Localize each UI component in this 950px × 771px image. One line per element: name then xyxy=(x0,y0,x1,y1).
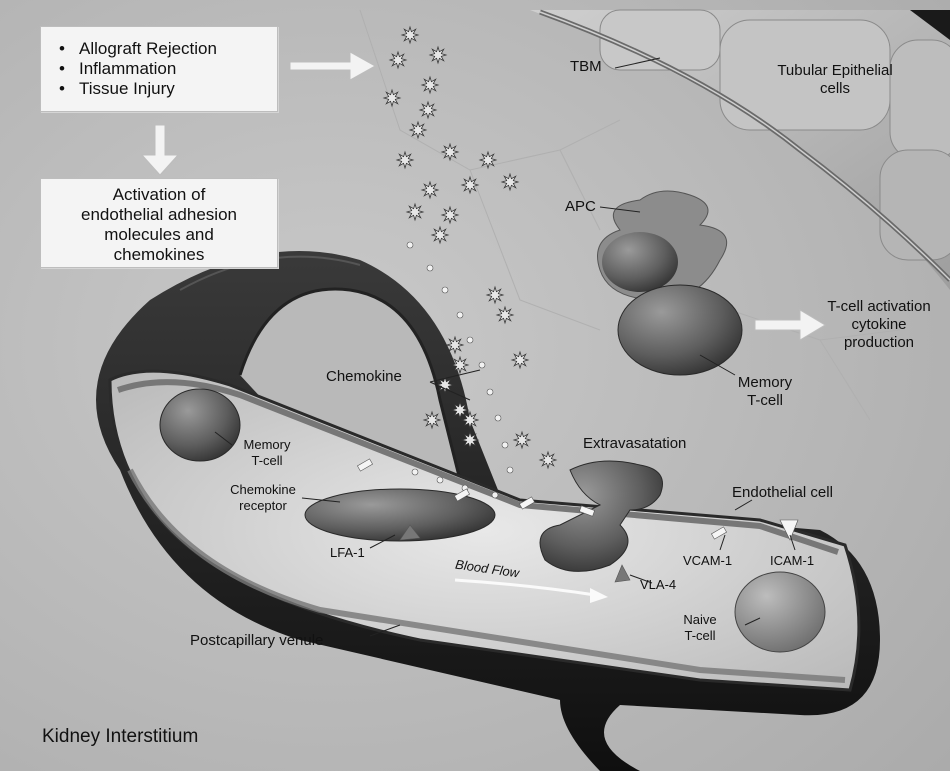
label-chemokine: Chemokine xyxy=(326,368,402,386)
chemokine-star xyxy=(480,152,496,168)
chemokine-star xyxy=(540,452,556,468)
chemokine-star xyxy=(502,174,518,190)
activation-line: Activation of xyxy=(41,185,277,205)
chemokine-star xyxy=(397,152,413,168)
chemokine-dot xyxy=(495,415,501,421)
label-line: T-cell xyxy=(660,628,740,644)
label-line: production xyxy=(815,334,943,352)
rolling-tcell xyxy=(305,489,495,541)
chemokine-star xyxy=(462,432,478,448)
chemokine-star xyxy=(422,182,438,198)
label-line: cells xyxy=(760,80,910,98)
label-tbm: TBM xyxy=(570,58,602,76)
chemokine-star xyxy=(407,204,423,220)
label-extravasation: Extravasatation xyxy=(583,435,686,453)
chemokine-star xyxy=(452,357,468,373)
chemokine-star xyxy=(497,307,513,323)
label-line: T-cell xyxy=(232,453,302,469)
label-memory-tcell-right: Memory T-cell xyxy=(725,374,805,410)
chemokine-star xyxy=(430,47,446,63)
label-line: Tubular Epithelial xyxy=(760,62,910,80)
label-line: Chemokine xyxy=(218,482,308,498)
chemokine-star xyxy=(487,287,503,303)
label-vla4: VLA-4 xyxy=(640,576,676,594)
stimulus-item: Tissue Injury xyxy=(59,79,277,99)
chemokine-star xyxy=(462,412,478,428)
chemokine-dot xyxy=(437,477,443,483)
chemokine-star xyxy=(390,52,406,68)
chemokine-dot xyxy=(407,242,413,248)
label-lfa1: LFA-1 xyxy=(330,544,365,562)
chemokine-dot xyxy=(412,469,418,475)
chemokine-star xyxy=(384,90,400,106)
chemokine-dot xyxy=(479,362,485,368)
label-postcapillary-venule: Postcapillary venule xyxy=(190,632,323,650)
memory-tcell-right xyxy=(618,285,742,375)
stimulus-item: Allograft Rejection xyxy=(59,39,277,59)
activation-line: chemokines xyxy=(41,245,277,265)
label-tcell-activation: T-cell activation cytokine production xyxy=(815,298,943,352)
activation-line: endothelial adhesion xyxy=(41,205,277,225)
chemokine-star xyxy=(424,412,440,428)
naive-tcell xyxy=(735,572,825,652)
chemokine-star xyxy=(512,352,528,368)
label-line: Memory xyxy=(232,437,302,453)
label-line: cytokine xyxy=(815,316,943,334)
label-line: Memory xyxy=(725,374,805,392)
label-line: receptor xyxy=(218,498,308,514)
chemokine-star xyxy=(422,77,438,93)
label-chemokine-receptor: Chemokine receptor xyxy=(218,482,308,514)
chemokine-star xyxy=(514,432,530,448)
memory-tcell-left xyxy=(160,389,240,461)
label-memory-tcell-left: Memory T-cell xyxy=(232,437,302,469)
chemokine-star xyxy=(462,177,478,193)
chemokine-dot xyxy=(502,442,508,448)
activation-box: Activation of endothelial adhesion molec… xyxy=(40,178,278,268)
chemokine-dot xyxy=(487,389,493,395)
chemokine-star xyxy=(447,337,463,353)
label-line: T-cell xyxy=(725,392,805,410)
label-icam1: ICAM-1 xyxy=(770,552,814,570)
chemokine-dot xyxy=(467,337,473,343)
stimulus-box: Allograft Rejection Inflammation Tissue … xyxy=(40,26,278,112)
chemokine-star xyxy=(420,102,436,118)
stimulus-item: Inflammation xyxy=(59,59,277,79)
chemokine-dot xyxy=(507,467,513,473)
chemokine-star xyxy=(402,27,418,43)
label-line: T-cell activation xyxy=(815,298,943,316)
label-endothelial-cell: Endothelial cell xyxy=(732,484,833,502)
label-vcam1: VCAM-1 xyxy=(683,552,732,570)
chemokine-dot xyxy=(457,312,463,318)
chemokine-dot xyxy=(427,265,433,271)
chemokine-star xyxy=(410,122,426,138)
chemokine-star xyxy=(432,227,448,243)
label-tubular-epithelial: Tubular Epithelial cells xyxy=(760,62,910,98)
stimulus-list: Allograft Rejection Inflammation Tissue … xyxy=(41,27,277,99)
label-kidney-interstitium: Kidney Interstitium xyxy=(42,728,198,746)
label-line: Naive xyxy=(660,612,740,628)
label-apc: APC xyxy=(565,198,596,216)
chemokine-dot xyxy=(442,287,448,293)
chemokine-dot xyxy=(492,492,498,498)
activation-line: molecules and xyxy=(41,225,277,245)
label-naive-tcell: Naive T-cell xyxy=(660,612,740,644)
chemokine-star xyxy=(442,207,458,223)
chemokine-star xyxy=(442,144,458,160)
activation-text: Activation of endothelial adhesion molec… xyxy=(41,179,277,265)
